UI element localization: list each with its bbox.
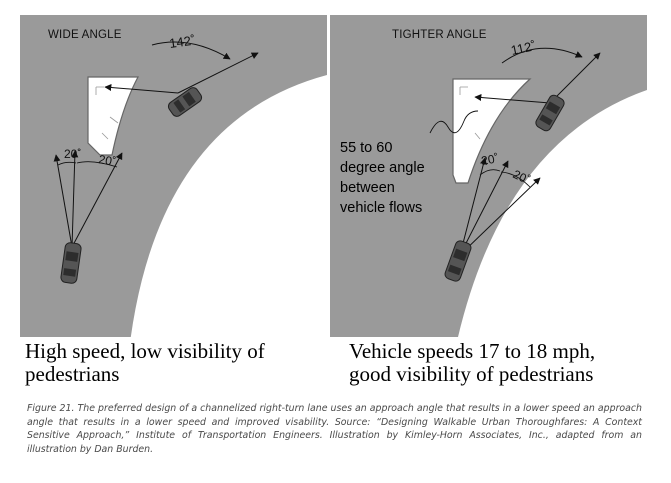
view-angle-label-2: 20˚ [511,167,533,187]
tighter-angle-title: TIGHTER ANGLE [392,29,487,41]
turn-angle-label: 142˚ [168,32,196,50]
approaching-vehicle [444,240,472,282]
turning-vehicle [167,87,203,117]
figure: 142˚ 20˚ 20˚ [20,15,647,397]
wide-angle-title: WIDE ANGLE [48,29,122,41]
view-angle-label-1: 20˚ [480,151,500,168]
channelizing-island [452,78,532,184]
callout-line: vehicle flows [340,200,423,216]
result-line: Vehicle speeds 17 to 18 mph, [349,339,596,363]
wide-angle-result: High speed, low visibility of pedestrian… [25,340,265,386]
callout-line: between [340,180,395,196]
approaching-vehicle [60,242,82,284]
callout-text: 55 to 60 degree angle between vehicle fl… [340,138,460,218]
tighter-angle-result: Vehicle speeds 17 to 18 mph, good visibi… [349,340,595,386]
channelizing-island [87,76,139,156]
figure-caption: Figure 21. The preferred design of a cha… [27,403,642,455]
result-line: good visibility of pedestrians [349,362,594,386]
turn-angle-label: 112˚ [510,38,538,58]
wide-angle-panel: 142˚ 20˚ 20˚ [20,15,327,397]
turning-vehicle [535,94,565,132]
result-line: pedestrians [25,362,120,386]
tighter-angle-panel: 112˚ 20˚ 20˚ [330,15,647,397]
corner-curb [458,90,647,337]
corner-curb [125,75,327,397]
callout-line: degree angle [340,160,425,176]
view-angle-label-2: 20˚ [97,152,117,169]
result-line: High speed, low visibility of [25,339,265,363]
callout-line: 55 to 60 [340,140,393,156]
view-angle-label-1: 20˚ [64,147,81,161]
